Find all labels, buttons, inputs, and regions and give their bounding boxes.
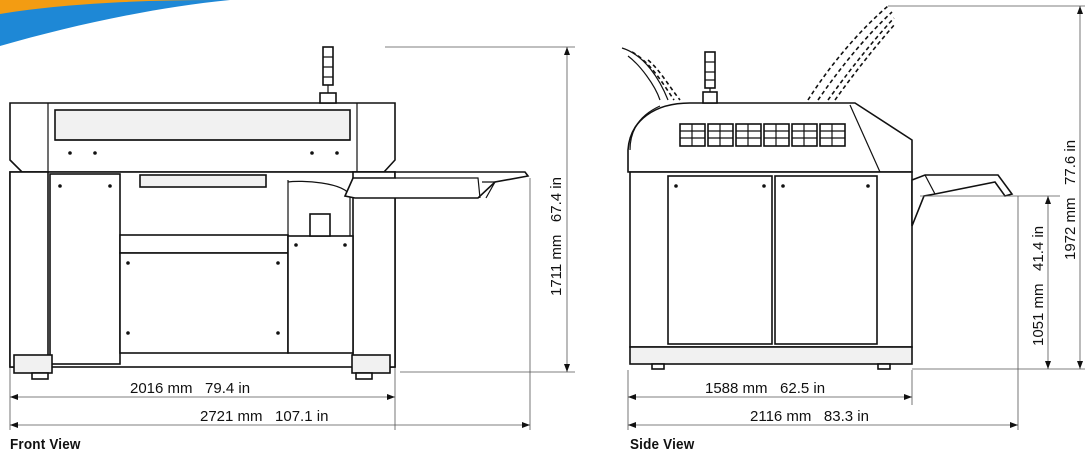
side-view-caption: Side View <box>630 436 695 453</box>
front-height-dimension: 1711 mm 67.4 in <box>548 177 565 296</box>
side-dimension-lines <box>627 5 1085 430</box>
front-width-total-dimension: 2721 mm 107.1 in <box>200 408 328 425</box>
brand-swoosh-logo <box>0 0 230 46</box>
side-view-machine <box>621 5 1014 370</box>
front-view-machine <box>9 46 530 380</box>
side-total-height-dimension: 1972 mm 77.6 in <box>1062 140 1079 260</box>
front-dimension-lines <box>9 46 575 430</box>
front-view-caption: Front View <box>10 436 81 453</box>
side-depth-total-dimension: 2116 mm 83.3 in <box>750 408 869 425</box>
side-depth-inner-dimension: 1588 mm 62.5 in <box>705 380 825 397</box>
front-width-inner-dimension: 2016 mm 79.4 in <box>130 380 250 397</box>
side-table-height-dimension: 1051 mm 41.4 in <box>1030 226 1047 346</box>
vent-grilles <box>679 123 846 147</box>
